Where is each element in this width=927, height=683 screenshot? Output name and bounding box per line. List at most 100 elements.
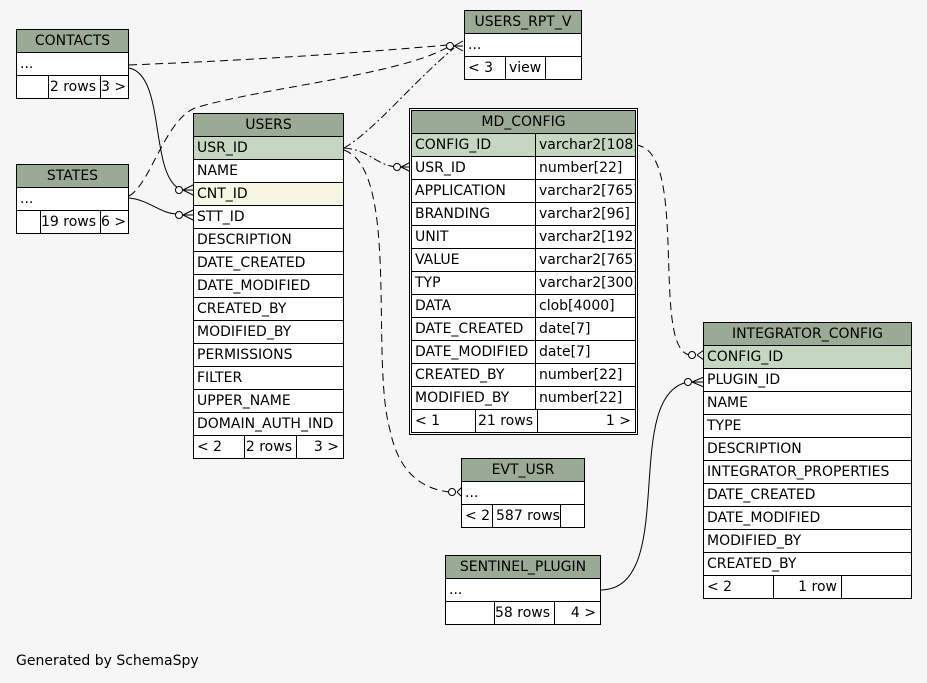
child-count: 3 > bbox=[296, 436, 343, 458]
table-row: USR_ID bbox=[194, 137, 343, 160]
column-type: varchar2[96] bbox=[535, 203, 635, 225]
table-title: USERS bbox=[194, 114, 343, 137]
row-count: 19 rows bbox=[40, 211, 100, 233]
table-contacts[interactable]: CONTACTS ... 2 rows 3 > bbox=[16, 29, 129, 99]
table-row: DATA clob[4000] bbox=[412, 295, 635, 318]
table-footer: < 1 21 rows 1 > bbox=[412, 409, 635, 432]
column-name: CREATED_BY bbox=[707, 556, 797, 572]
column-name: MODIFIED_BY bbox=[197, 324, 292, 340]
table-footer: < 2 587 rows bbox=[462, 505, 584, 527]
child-count: 1 > bbox=[537, 410, 635, 432]
column-name: BRANDING bbox=[415, 206, 491, 222]
table-title: STATES bbox=[17, 165, 128, 188]
column-name: DOMAIN_AUTH_IND bbox=[197, 416, 334, 432]
column-name: FILTER bbox=[197, 370, 243, 386]
table-row: DATE_CREATED bbox=[704, 484, 911, 507]
table-evt-usr[interactable]: EVT_USR ... < 2 587 rows bbox=[461, 458, 585, 528]
row-count: 1 row bbox=[773, 576, 841, 598]
edge-contacts-users-rpt-v bbox=[128, 44, 449, 66]
column-name: DATE_CREATED bbox=[415, 321, 524, 337]
table-row: DESCRIPTION bbox=[704, 438, 911, 461]
table-footer: < 2 2 rows 3 > bbox=[194, 435, 343, 458]
table-users[interactable]: USERS USR_ID NAME CNT_ID STT_ID DESCRIPTION D… bbox=[193, 113, 344, 459]
column-type: date[7] bbox=[535, 341, 635, 363]
table-row: VALUE varchar2[765] bbox=[412, 249, 635, 272]
column-type: varchar2[108] bbox=[535, 134, 635, 156]
parent-count: < 2 bbox=[465, 508, 491, 524]
table-title: SENTINEL_PLUGIN bbox=[446, 556, 600, 579]
table-footer: 2 rows 3 > bbox=[17, 76, 128, 98]
column-name: DATE_CREATED bbox=[197, 255, 306, 271]
row-count: 587 rows bbox=[492, 505, 560, 527]
column-type: varchar2[765] bbox=[535, 249, 635, 271]
column-name: APPLICATION bbox=[415, 183, 506, 199]
table-row: CNT_ID bbox=[194, 183, 343, 206]
column-name: STT_ID bbox=[197, 209, 245, 225]
column-name: DESCRIPTION bbox=[707, 441, 802, 457]
column-type: varchar2[765] bbox=[535, 180, 635, 202]
table-row: ... bbox=[17, 188, 128, 211]
column-name: UPPER_NAME bbox=[197, 393, 291, 409]
edge-states-users-rpt-v bbox=[128, 46, 449, 197]
row-count: 58 rows bbox=[494, 602, 554, 624]
table-row: PERMISSIONS bbox=[194, 344, 343, 367]
table-states[interactable]: STATES ... 19 rows 6 > bbox=[16, 164, 129, 234]
column-name: USR_ID bbox=[197, 140, 248, 156]
table-row: ... bbox=[17, 53, 128, 76]
table-row: MODIFIED_BY bbox=[704, 530, 911, 553]
row-count: 2 rows bbox=[244, 436, 296, 458]
parent-count: < 1 bbox=[415, 413, 441, 429]
table-footer: 58 rows 4 > bbox=[446, 602, 600, 624]
table-sentinel-plugin[interactable]: SENTINEL_PLUGIN ... 58 rows 4 > bbox=[445, 555, 601, 625]
column-name: CREATED_BY bbox=[197, 301, 287, 317]
table-row: APPLICATION varchar2[765] bbox=[412, 180, 635, 203]
column-name: NAME bbox=[197, 163, 238, 179]
child-count: 3 > bbox=[100, 76, 128, 98]
column-name: DATE_CREATED bbox=[707, 487, 816, 503]
edge-users-md-config bbox=[343, 147, 398, 168]
parent-count: < 3 bbox=[468, 60, 494, 76]
table-row: FILTER bbox=[194, 367, 343, 390]
table-title: CONTACTS bbox=[17, 30, 128, 53]
column-name: DATA bbox=[415, 298, 452, 314]
table-row: ... bbox=[446, 579, 600, 602]
column-name: CREATED_BY bbox=[415, 367, 505, 383]
table-row: MODIFIED_BY bbox=[194, 321, 343, 344]
column-name: DATE_MODIFIED bbox=[415, 344, 529, 360]
table-row: ... bbox=[462, 482, 584, 505]
edge-end-markers bbox=[175, 40, 705, 498]
column-type: clob[4000] bbox=[535, 295, 635, 317]
table-row: DESCRIPTION bbox=[194, 229, 343, 252]
column-name: CONFIG_ID bbox=[707, 349, 784, 365]
column-name: VALUE bbox=[415, 252, 460, 268]
table-row: DATE_MODIFIED bbox=[194, 275, 343, 298]
table-row: DATE_CREATED date[7] bbox=[412, 318, 635, 341]
edge-sentinel-integrator bbox=[599, 381, 689, 591]
table-row: DATE_MODIFIED bbox=[704, 507, 911, 530]
table-users-rpt-v[interactable]: USERS_RPT_V ... < 3 view bbox=[464, 10, 582, 80]
child-count: 4 > bbox=[554, 602, 600, 624]
column-name: DATE_MODIFIED bbox=[707, 510, 821, 526]
table-row: UPPER_NAME bbox=[194, 390, 343, 413]
generated-by-text: Generated by SchemaSpy bbox=[16, 653, 199, 669]
table-kind: view bbox=[505, 57, 545, 79]
column-type: date[7] bbox=[535, 318, 635, 340]
table-row: PLUGIN_ID bbox=[704, 369, 911, 392]
row-count: 21 rows bbox=[475, 410, 537, 432]
column-name: MODIFIED_BY bbox=[415, 390, 510, 406]
table-row: BRANDING varchar2[96] bbox=[412, 203, 635, 226]
table-footer: 19 rows 6 > bbox=[17, 211, 128, 233]
parent-count: < 2 bbox=[197, 439, 223, 455]
column-name: TYP bbox=[415, 275, 441, 291]
column-name: DESCRIPTION bbox=[197, 232, 292, 248]
column-name: CNT_ID bbox=[197, 186, 248, 202]
child-count: 6 > bbox=[100, 211, 128, 233]
table-row: DATE_CREATED bbox=[194, 252, 343, 275]
column-type: varchar2[192] bbox=[535, 226, 635, 248]
